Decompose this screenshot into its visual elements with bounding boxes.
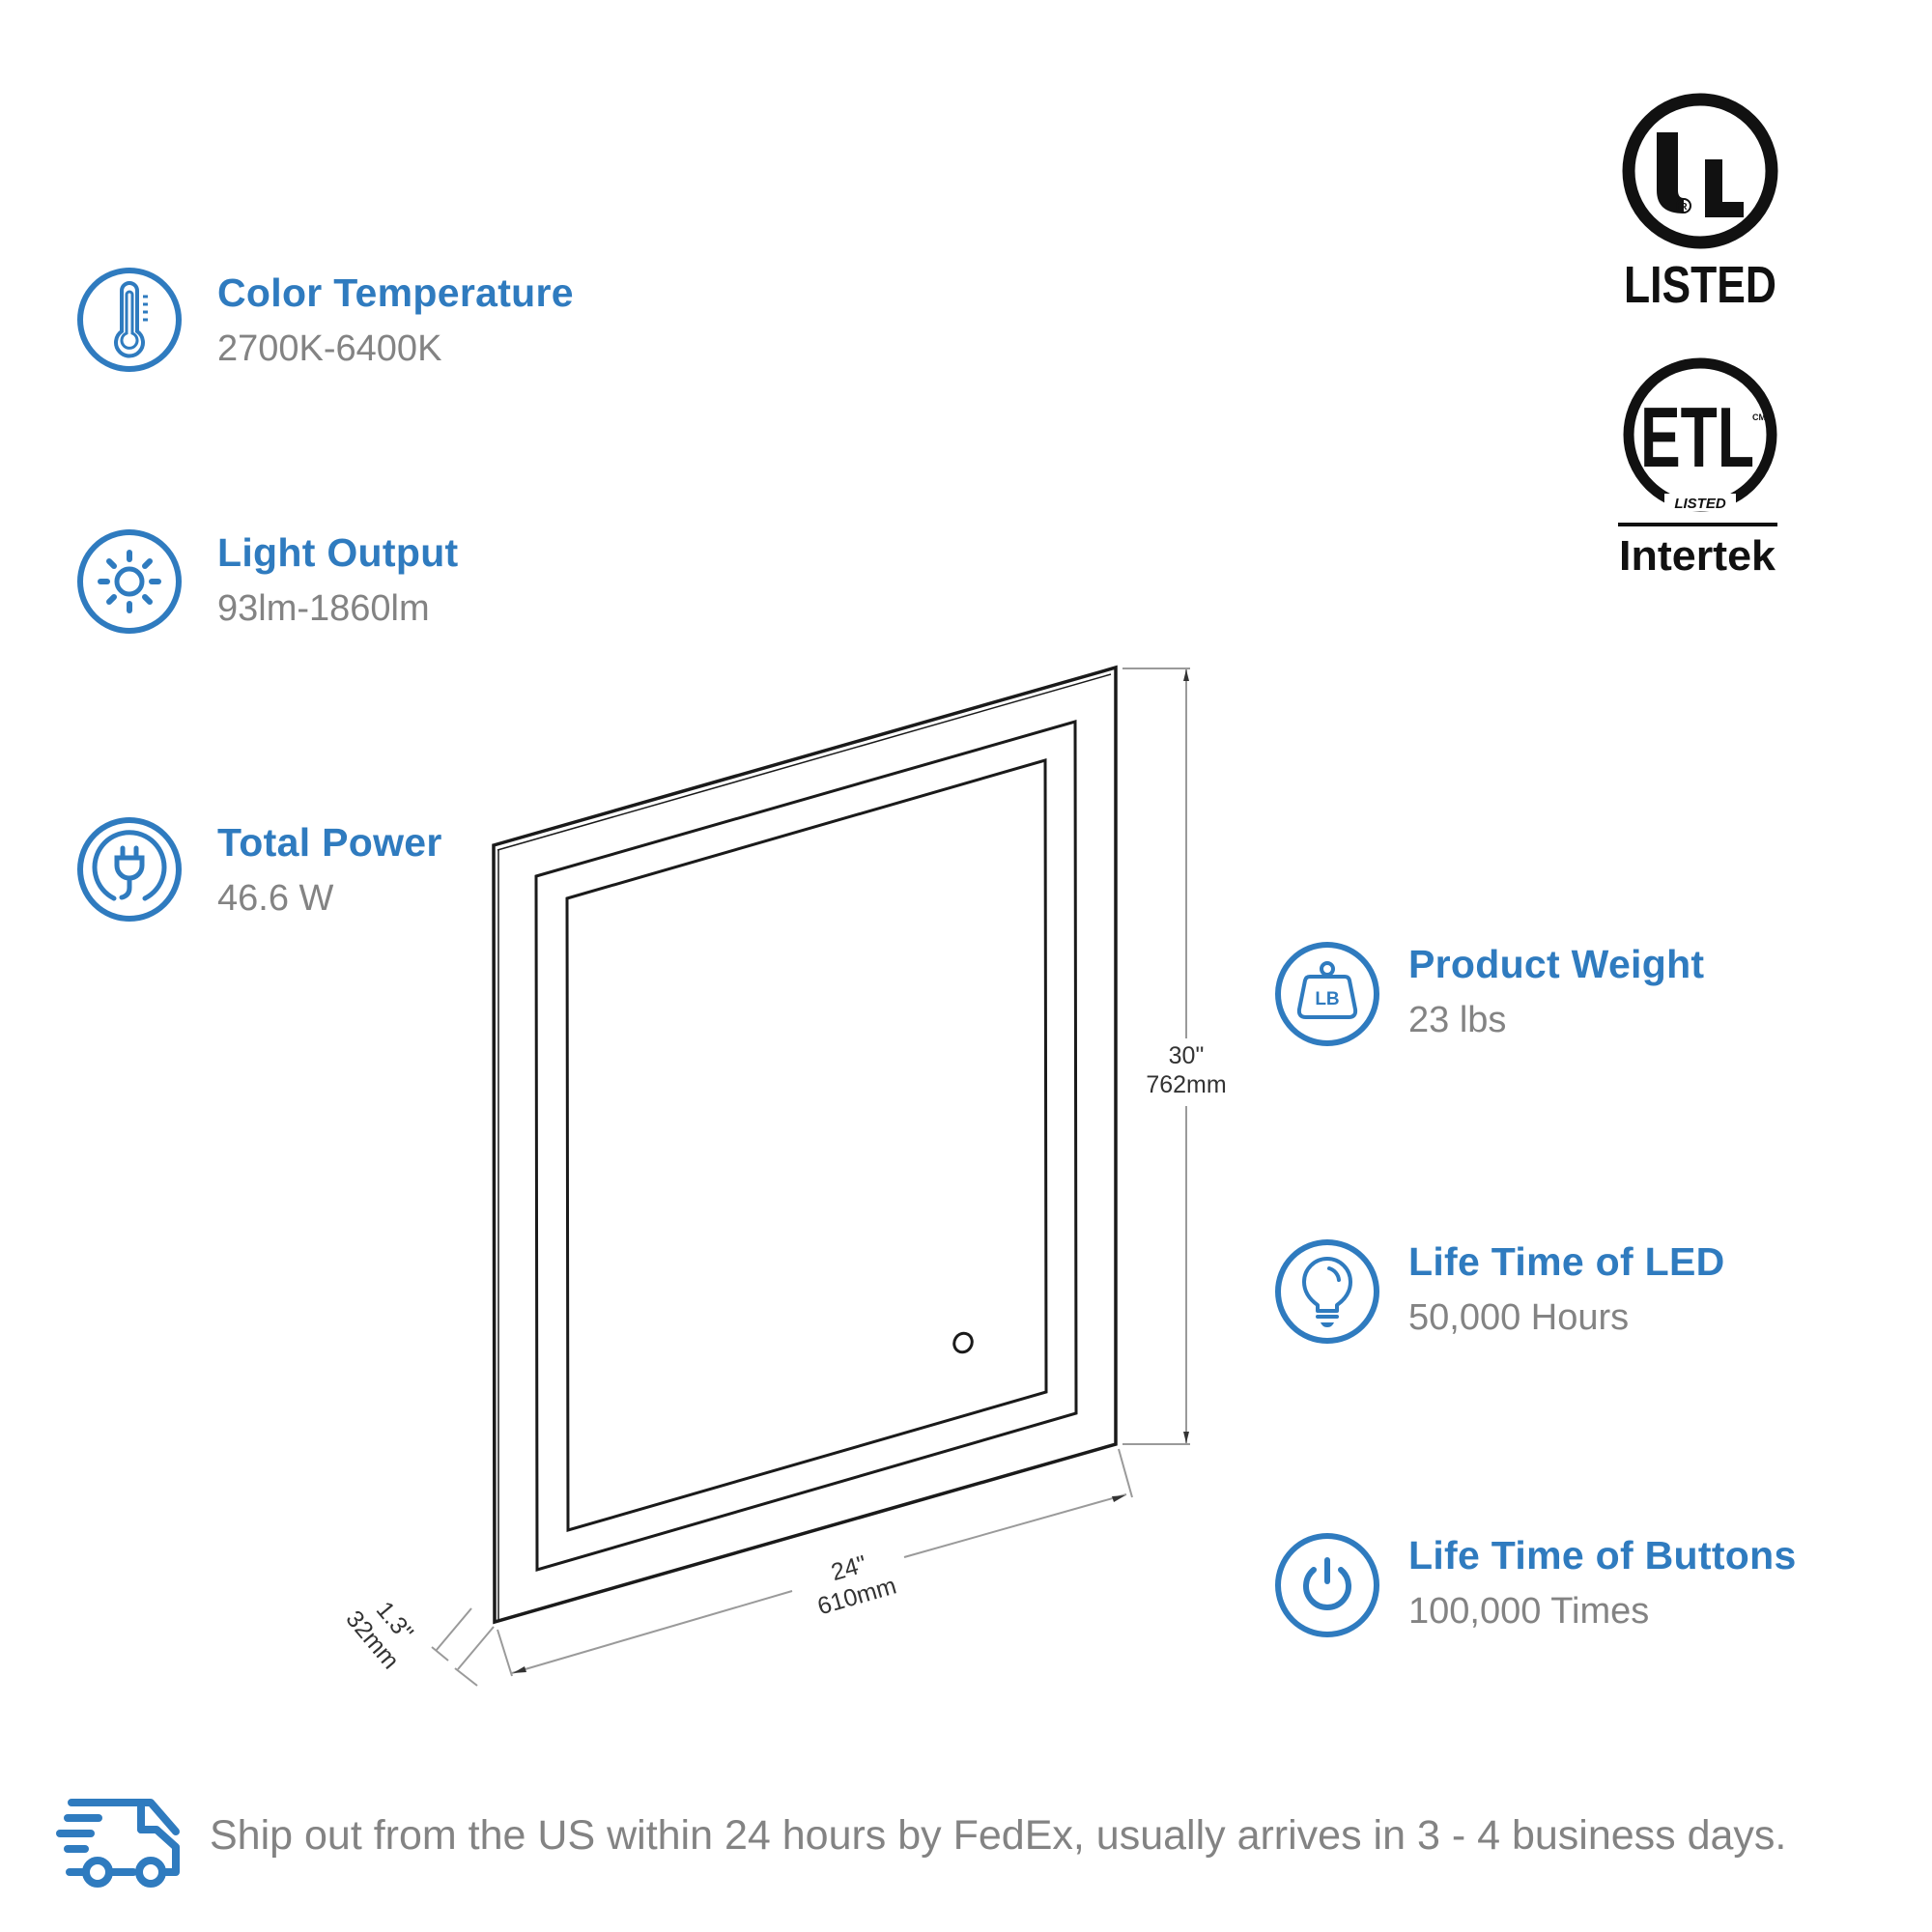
spec-value: 100,000 Times xyxy=(1408,1591,1650,1632)
mirror-led-border xyxy=(534,720,1078,1572)
ul-registered-mark: R xyxy=(1680,202,1688,213)
depth-dimension xyxy=(431,1607,495,1687)
weight-icon-label: LB xyxy=(1315,989,1339,1009)
sun-icon xyxy=(77,529,182,634)
etl-logo-icon: ETL CM LISTED Intertek xyxy=(1618,357,1777,580)
spec-value: 23 lbs xyxy=(1408,1000,1507,1040)
etl-ring-label: LISTED xyxy=(1674,496,1726,512)
delivery-truck-icon xyxy=(56,1799,180,1888)
lightbulb-icon xyxy=(1275,1239,1379,1344)
height-imperial: 30" xyxy=(1168,1042,1205,1069)
height-label: 30" 762mm xyxy=(1143,1041,1230,1099)
width-dimension xyxy=(497,1448,1133,1677)
etl-cm-mark: CM xyxy=(1752,412,1766,422)
ul-listed-badge: R LISTED xyxy=(1618,92,1782,314)
spec-value: 93lm-1860lm xyxy=(217,588,430,629)
spec-title: Life Time of Buttons xyxy=(1408,1533,1797,1577)
ul-logo-icon: R LISTED xyxy=(1622,93,1778,314)
spec-title: Light Output xyxy=(217,530,459,575)
etl-listed-badge: ETL CM LISTED Intertek xyxy=(1618,353,1782,584)
spec-value: 46.6 W xyxy=(217,878,334,919)
spec-value: 50,000 Hours xyxy=(1408,1297,1630,1338)
spec-title: Color Temperature xyxy=(217,270,574,315)
height-dimension xyxy=(1122,668,1190,1445)
plug-icon xyxy=(77,817,182,922)
height-metric: 762mm xyxy=(1146,1071,1227,1098)
spec-title: Life Time of LED xyxy=(1408,1239,1725,1284)
mirror-outer-frame xyxy=(492,665,1118,1625)
ul-listed-text: LISTED xyxy=(1624,256,1776,314)
spec-value: 2700K-6400K xyxy=(217,328,442,369)
shipping-info-text: Ship out from the US within 24 hours by … xyxy=(210,1812,1787,1859)
power-icon xyxy=(1275,1533,1379,1637)
spec-title: Total Power xyxy=(217,820,442,865)
etl-mark: ETL xyxy=(1640,389,1754,485)
thermometer-icon xyxy=(77,268,182,372)
weight-icon: LB xyxy=(1275,942,1379,1046)
intertek-text: Intertek xyxy=(1619,532,1776,580)
mirror-glass-area xyxy=(565,758,1048,1532)
touch-switch-icon xyxy=(952,1331,974,1354)
spec-title: Product Weight xyxy=(1408,942,1705,986)
